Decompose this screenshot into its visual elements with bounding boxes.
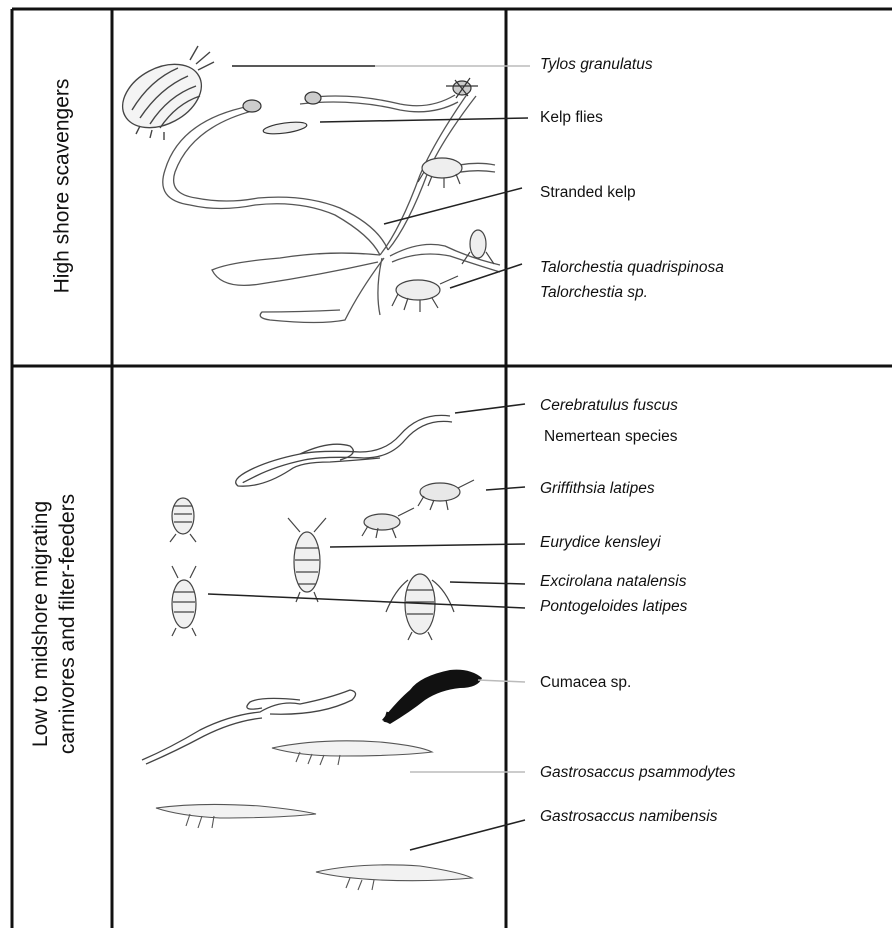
label-tylos-granulatus: Tylos granulatus — [540, 56, 653, 74]
row-label-low-shore: Low to midshore migrating carnivores and… — [27, 314, 83, 934]
label-gastrosaccus-psammodytes: Gastrosaccus psammodytes — [540, 764, 736, 782]
label-pontogeloides-latipes: Pontogeloides latipes — [540, 598, 687, 616]
label-gastrosaccus-namibensis: Gastrosaccus namibensis — [540, 808, 717, 826]
amphipod-drawing — [362, 480, 474, 538]
row-label-high-shore: High shore scavengers — [51, 9, 75, 364]
kelp-flies-drawing — [243, 78, 478, 136]
label-cumacea-sp: Cumacea sp. — [540, 674, 631, 692]
label-eurydice-kensleyi: Eurydice kensleyi — [540, 534, 661, 552]
label-stranded-kelp: Stranded kelp — [540, 184, 636, 202]
label-griffithsia-latipes: Griffithsia latipes — [540, 480, 655, 498]
row-label-low-shore-line2: carnivores and filter-feeders — [54, 314, 81, 934]
mysid-shrimps-drawing — [156, 741, 472, 890]
nemertean-worm-drawing — [236, 415, 452, 486]
label-talorchestia-sp: Talorchestia sp. — [540, 284, 648, 302]
cumacea-drawing — [382, 670, 482, 724]
label-nemertean-species: Nemertean species — [544, 428, 678, 446]
isopods-drawing — [170, 498, 454, 640]
label-cerebratulus-fuscus: Cerebratulus fuscus — [540, 397, 678, 415]
label-talorchestia-quadrispinosa: Talorchestia quadrispinosa — [540, 259, 724, 277]
row-label-low-shore-line1: Low to midshore migrating — [27, 314, 54, 934]
label-kelp-flies: Kelp flies — [540, 109, 603, 127]
label-excirolana-natalensis: Excirolana natalensis — [540, 573, 686, 591]
talorchestia-drawing — [392, 158, 494, 312]
